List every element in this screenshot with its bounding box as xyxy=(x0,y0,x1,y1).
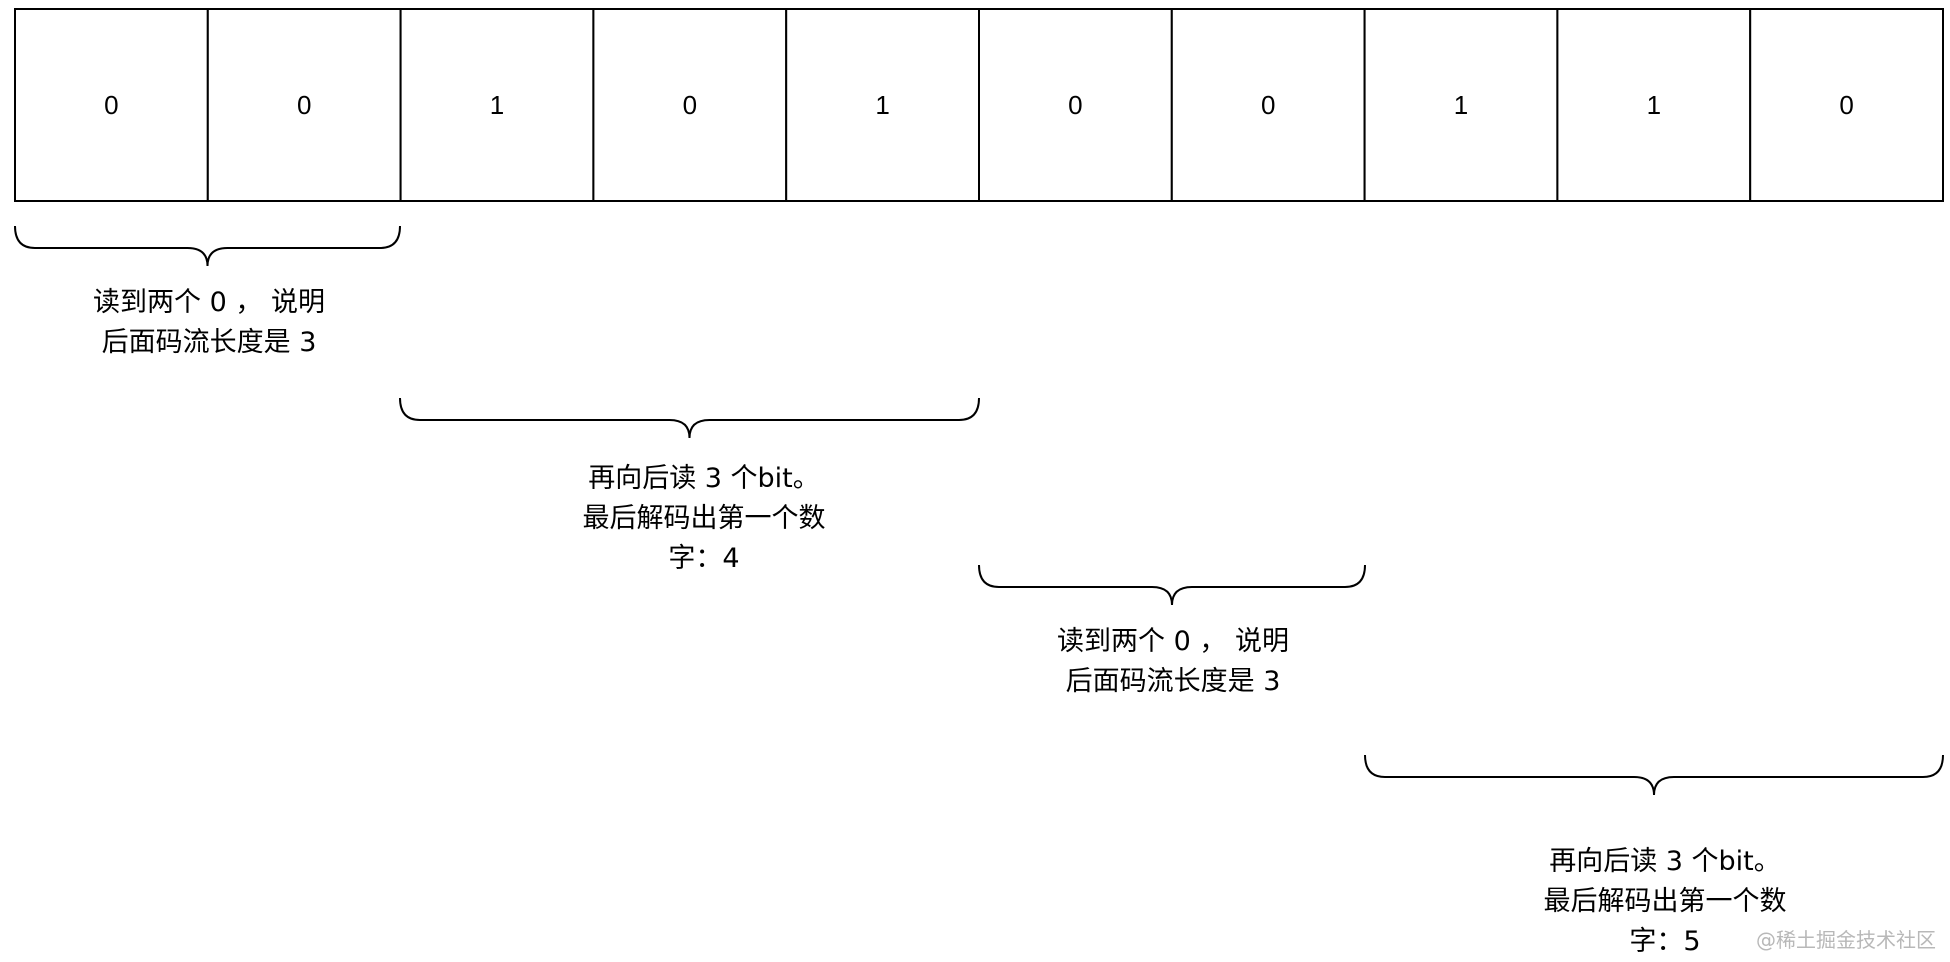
annotation-1: 读到两个 0 ， 说明 后面码流长度是 3 xyxy=(93,283,325,363)
annotation-2-line-2: 最后解码出第一个数 xyxy=(582,503,826,534)
annotation-3-line-2: 后面码流长度是 3 xyxy=(1065,666,1281,697)
annotation-1-line-2: 后面码流长度是 3 xyxy=(101,327,317,358)
bit-cell-box xyxy=(1363,8,1559,202)
bit-cell: 1 xyxy=(785,8,981,202)
annotation-3: 读到两个 0 ， 说明 后面码流长度是 3 xyxy=(1057,622,1289,702)
annotation-4: 再向后读 3 个bit。 最后解码出第一个数 字：5 xyxy=(1544,842,1787,962)
annotation-2-line-3: 字：4 xyxy=(668,543,740,574)
brace-4 xyxy=(1364,754,1944,796)
bit-value: 0 xyxy=(683,90,697,120)
bit-cell-box xyxy=(592,8,788,202)
bit-value: 0 xyxy=(1839,90,1853,120)
bit-value: 0 xyxy=(104,90,118,120)
bit-cell: 1 xyxy=(1363,8,1559,202)
bit-cell-box xyxy=(1556,8,1752,202)
annotation-2: 再向后读 3 个bit。 最后解码出第一个数 字：4 xyxy=(583,459,826,579)
bit-cell: 0 xyxy=(978,8,1173,202)
bit-cell-box xyxy=(1749,8,1944,202)
bit-cell-box xyxy=(399,8,595,202)
bit-value: 1 xyxy=(875,90,889,120)
bit-cell: 0 xyxy=(592,8,788,202)
bit-cell-box xyxy=(14,8,209,202)
annotation-3-line-1: 读到两个 0 ， 说明 xyxy=(1057,626,1289,657)
annotation-4-line-3: 字：5 xyxy=(1629,926,1701,957)
annotation-4-line-1: 再向后读 3 个bit。 xyxy=(1549,846,1781,877)
bit-cell-box xyxy=(785,8,981,202)
bit-cell-box xyxy=(978,8,1173,202)
bit-cell-box xyxy=(206,8,402,202)
bit-cell: 0 xyxy=(1749,8,1944,202)
annotation-4-line-2: 最后解码出第一个数 xyxy=(1543,886,1787,917)
bit-value: 1 xyxy=(490,90,504,120)
annotation-1-line-1: 读到两个 0 ， 说明 xyxy=(93,287,325,318)
bit-value: 1 xyxy=(1454,90,1468,120)
brace-3 xyxy=(978,564,1366,606)
bit-value: 0 xyxy=(1261,90,1275,120)
bit-cell: 0 xyxy=(1170,8,1366,202)
bit-value: 0 xyxy=(297,90,311,120)
brace-1 xyxy=(14,225,401,267)
bit-value: 0 xyxy=(1068,90,1082,120)
bit-value: 1 xyxy=(1647,90,1661,120)
bit-cell: 1 xyxy=(399,8,595,202)
annotation-2-line-1: 再向后读 3 个bit。 xyxy=(588,463,820,494)
bit-cell-box xyxy=(1170,8,1366,202)
brace-2 xyxy=(399,397,980,439)
bit-cell: 1 xyxy=(1556,8,1752,202)
bit-cell: 0 xyxy=(206,8,402,202)
bit-cell: 0 xyxy=(14,8,209,202)
watermark: @稀土掘金技术社区 xyxy=(1756,928,1936,952)
